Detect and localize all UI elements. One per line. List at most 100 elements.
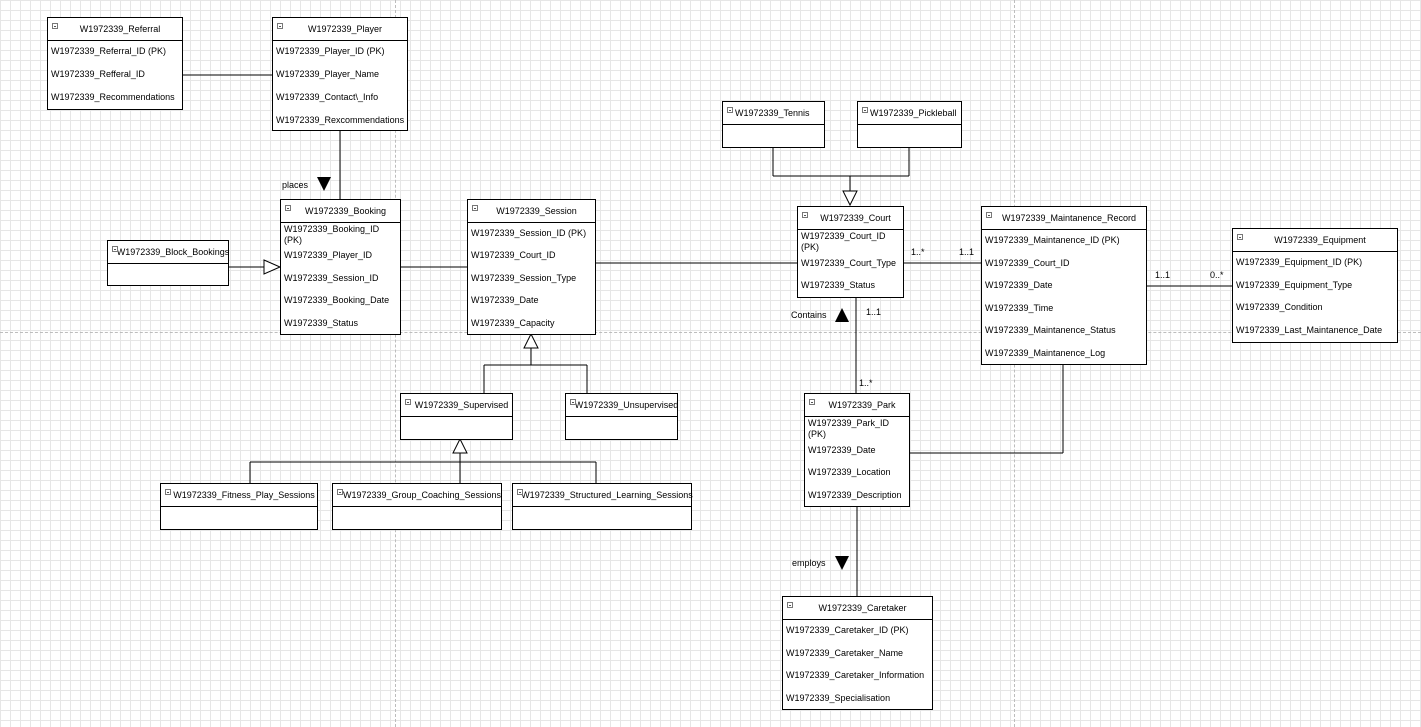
class-name: W1972339_Session xyxy=(496,206,577,216)
attribute: W1972339_Rexcommendations xyxy=(276,115,405,125)
court-generalization-arrowhead xyxy=(842,190,858,207)
multiplicity-court-maint-left: 1..* xyxy=(911,247,925,257)
multiplicity-court-park-bottom: 1..* xyxy=(859,378,873,388)
class-name: W1972339_Tennis xyxy=(735,108,810,118)
class-name: W1972339_Fitness_Play_Sessions xyxy=(173,490,315,500)
class-court[interactable]: W1972339_Court W1972339_Court_ID (PK) W1… xyxy=(797,206,904,298)
session-generalization-arrowhead xyxy=(523,332,539,349)
attribute: W1972339_Maintanence_Status xyxy=(985,325,1116,335)
attribute: W1972339_Condition xyxy=(1236,302,1323,312)
places-direction-arrow xyxy=(317,177,331,191)
collapse-icon[interactable] xyxy=(802,212,808,218)
attribute: W1972339_Maintanence_ID (PK) xyxy=(985,235,1120,245)
attribute: W1972339_Caretaker_Information xyxy=(786,670,925,680)
attribute: W1972339_Status xyxy=(801,280,876,290)
attribute: W1972339_Player_ID xyxy=(284,250,373,260)
attribute: W1972339_Session_ID xyxy=(284,273,379,283)
collapse-icon[interactable] xyxy=(472,205,478,211)
collapse-icon[interactable] xyxy=(727,107,733,113)
attribute: W1972339_Player_Name xyxy=(276,69,380,79)
supervised-generalization-arrowhead xyxy=(452,437,468,454)
class-supervised[interactable]: W1972339_Supervised xyxy=(400,393,513,440)
collapse-icon[interactable] xyxy=(277,23,283,29)
class-referral[interactable]: W1972339_Referral W1972339_Referral_ID (… xyxy=(47,17,183,110)
attribute: W1972339_Maintanence_Log xyxy=(985,348,1106,358)
attribute: W1972339_Caretaker_Name xyxy=(786,648,904,658)
class-tennis[interactable]: W1972339_Tennis xyxy=(722,101,825,148)
class-name: W1972339_Equipment xyxy=(1274,235,1366,245)
multiplicity-court-maint-right: 1..1 xyxy=(959,247,975,257)
attribute: W1972339_Date xyxy=(471,295,539,305)
class-equipment[interactable]: W1972339_Equipment W1972339_Equipment_ID… xyxy=(1232,228,1398,343)
class-maintenance-record[interactable]: W1972339_Maintanence_Record W1972339_Mai… xyxy=(981,206,1147,365)
class-structured-learning-sessions[interactable]: W1972339_Structured_Learning_Sessions xyxy=(512,483,693,530)
class-name: W1972339_Structured_Learning_Sessions xyxy=(521,490,693,500)
attribute: W1972339_Specialisation xyxy=(786,693,891,703)
attribute: W1972339_Refferal_ID xyxy=(51,69,145,79)
class-group-coaching-sessions[interactable]: W1972339_Group_Coaching_Sessions xyxy=(332,483,502,530)
page-break-horizontal xyxy=(0,332,1421,333)
class-unsupervised[interactable]: W1972339_Unsupervised xyxy=(565,393,678,440)
class-name: W1972339_Park xyxy=(828,400,896,410)
class-pickleball[interactable]: W1972339_Pickleball xyxy=(857,101,962,148)
attribute: W1972339_Player_ID (PK) xyxy=(276,46,385,56)
class-name: W1972339_Pickleball xyxy=(870,108,957,118)
attribute: W1972339_Description xyxy=(808,490,902,500)
collapse-icon[interactable] xyxy=(1237,234,1243,240)
class-park[interactable]: W1972339_Park W1972339_Park_ID (PK) W197… xyxy=(804,393,910,507)
class-name: W1972339_Maintanence_Record xyxy=(1001,213,1137,223)
attribute: W1972339_Caretaker_ID (PK) xyxy=(786,625,909,635)
collapse-icon[interactable] xyxy=(337,489,343,495)
attribute: W1972339_Court_ID xyxy=(985,258,1070,268)
collapse-icon[interactable] xyxy=(112,246,118,252)
attribute: W1972339_Capacity xyxy=(471,318,555,328)
collapse-icon[interactable] xyxy=(285,205,291,211)
employs-direction-arrow xyxy=(835,556,849,570)
attribute: W1972339_Session_ID (PK) xyxy=(471,228,587,238)
collapse-icon[interactable] xyxy=(405,399,411,405)
attribute: W1972339_Booking_ID (PK) xyxy=(284,224,380,245)
attribute: W1972339_Location xyxy=(808,467,891,477)
block-booking-arrowhead xyxy=(263,259,282,275)
class-caretaker[interactable]: W1972339_Caretaker W1972339_Caretaker_ID… xyxy=(782,596,933,710)
class-fitness-play-sessions[interactable]: W1972339_Fitness_Play_Sessions xyxy=(160,483,318,530)
collapse-icon[interactable] xyxy=(862,107,868,113)
attribute: W1972339_Last_Maintanence_Date xyxy=(1236,325,1383,335)
collapse-icon[interactable] xyxy=(165,489,171,495)
attribute: W1972339_Equipment_Type xyxy=(1236,280,1353,290)
employs-label: employs xyxy=(792,558,826,568)
class-name: W1972339_Player xyxy=(307,24,383,34)
contains-direction-arrow xyxy=(835,308,849,322)
multiplicity-maint-equip-left: 1..1 xyxy=(1155,270,1171,280)
attribute: W1972339_Contact\_Info xyxy=(276,92,379,102)
collapse-icon[interactable] xyxy=(517,489,523,495)
attribute: W1972339_Session_Type xyxy=(471,273,577,283)
attribute: W1972339_Equipment_ID (PK) xyxy=(1236,257,1363,267)
multiplicity-court-park-top: 1..1 xyxy=(866,307,882,317)
attribute: W1972339_Booking_Date xyxy=(284,295,390,305)
class-name: W1972339_Referral xyxy=(79,24,161,34)
contains-label: Contains xyxy=(791,310,827,320)
attribute: W1972339_Date xyxy=(808,445,876,455)
page-break-vertical-1 xyxy=(395,0,396,727)
places-label: places xyxy=(282,180,309,190)
class-name: W1972339_Court xyxy=(820,213,891,223)
collapse-icon[interactable] xyxy=(570,399,576,405)
class-booking[interactable]: W1972339_Booking W1972339_Booking_ID (PK… xyxy=(280,199,401,335)
attribute: W1972339_Status xyxy=(284,318,359,328)
attribute: W1972339_Referral_ID (PK) xyxy=(51,46,167,56)
class-name: W1972339_Unsupervised xyxy=(574,400,679,410)
collapse-icon[interactable] xyxy=(986,212,992,218)
collapse-icon[interactable] xyxy=(787,602,793,608)
attribute: W1972339_Date xyxy=(985,280,1053,290)
class-block-bookings[interactable]: W1972339_Block_Bookings xyxy=(107,240,229,286)
class-name: W1972339_Block_Bookings xyxy=(116,247,230,257)
class-session[interactable]: W1972339_Session W1972339_Session_ID (PK… xyxy=(467,199,596,335)
class-name: W1972339_Supervised xyxy=(414,400,509,410)
class-player[interactable]: W1972339_Player W1972339_Player_ID (PK) … xyxy=(272,17,408,131)
collapse-icon[interactable] xyxy=(52,23,58,29)
collapse-icon[interactable] xyxy=(809,399,815,405)
class-name: W1972339_Caretaker xyxy=(818,603,907,613)
